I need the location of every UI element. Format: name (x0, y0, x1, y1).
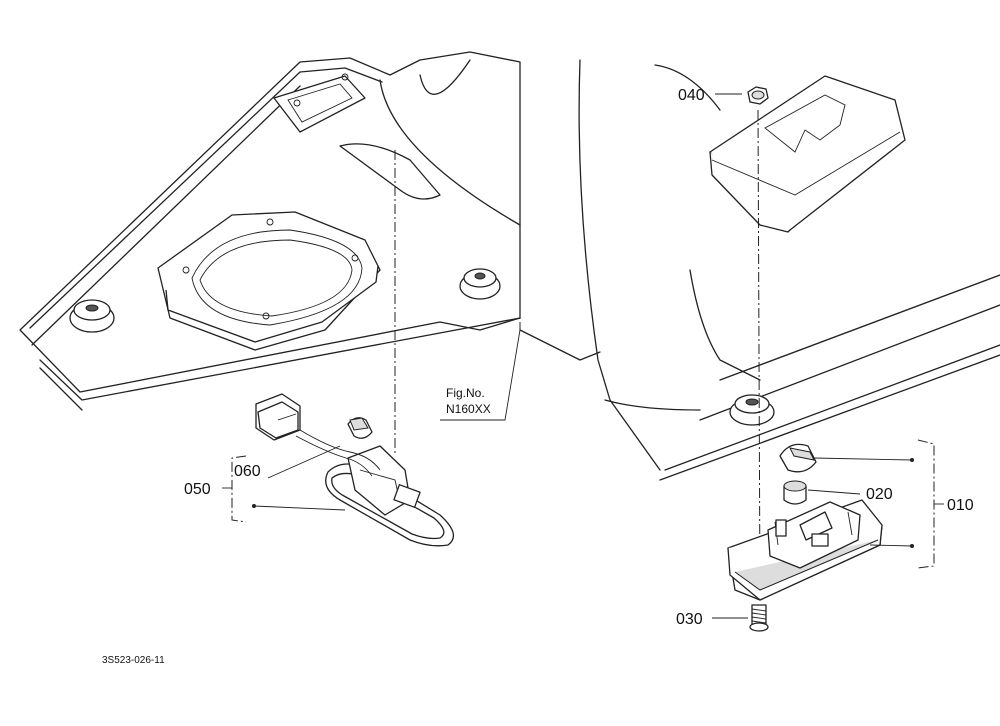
fig-no-value: N160XX (446, 402, 491, 416)
cabin-pillar (519, 59, 1000, 481)
callout-010-group: 020 010 (807, 439, 974, 569)
map-lamp-assembly: 060 050 (184, 393, 455, 547)
part-030-screw: 030 (676, 604, 769, 632)
callout-040: 040 (678, 87, 705, 104)
fig-no-label: Fig.No. (446, 386, 485, 400)
roof-panel (19, 51, 521, 411)
callout-010: 010 (947, 497, 974, 514)
callout-060: 060 (234, 463, 261, 480)
callout-030: 030 (676, 611, 703, 628)
fig-number-callout: Fig.No. N160XX (440, 329, 521, 421)
callout-020: 020 (866, 486, 893, 503)
part-040-nut: 040 (678, 86, 769, 105)
mount-axis-line (757, 109, 761, 601)
trim-cover (709, 75, 906, 233)
room-lamp-assembly (727, 443, 883, 601)
callout-050: 050 (184, 481, 211, 498)
drawing-code: 3S523-026-11 (102, 655, 165, 666)
